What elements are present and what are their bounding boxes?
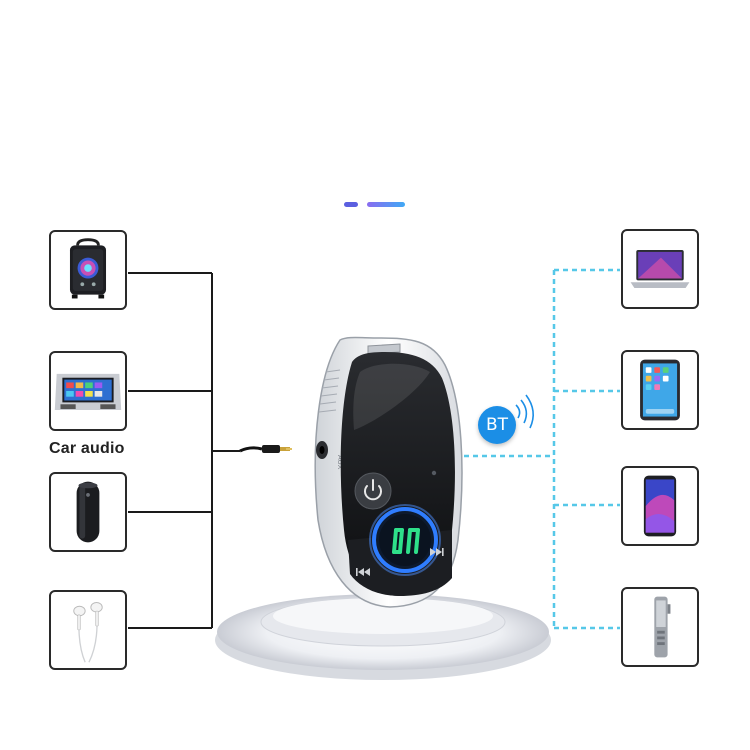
aux-cable [239, 445, 292, 453]
led-display [369, 504, 441, 576]
car-audio-label: Car audio [49, 440, 125, 457]
next-track-icon [430, 548, 444, 556]
device-box-music-player [621, 587, 699, 667]
signal-waves-icon [515, 394, 534, 429]
wired-connection-lines [128, 272, 240, 629]
speaker-icon [69, 238, 107, 299]
device-box-earphones [49, 590, 127, 670]
device-box-bluetooth-speaker [49, 230, 127, 310]
device-box-smartphone [621, 466, 699, 546]
mp3-player-icon [654, 596, 671, 658]
power-button [354, 472, 392, 510]
tablet-icon [640, 359, 680, 421]
device-box-laptop [621, 229, 699, 309]
indicator-dot-long [367, 202, 405, 207]
smartphone-icon [643, 475, 677, 537]
device-box-car-audio [49, 351, 127, 431]
laptop-icon [630, 250, 690, 288]
aux-port-label: AUX [336, 455, 343, 470]
receiver-device: AUX [314, 336, 463, 608]
car-stereo-icon [54, 373, 122, 410]
device-box-portable-speaker [49, 472, 127, 552]
earphones-icon [73, 602, 103, 663]
wireless-connection-lines [464, 268, 620, 630]
indicator-dot-short [344, 202, 358, 207]
display-platform [215, 594, 551, 680]
cylinder-speaker-icon [76, 481, 100, 543]
previous-track-icon [356, 568, 370, 576]
bluetooth-badge: BT [478, 406, 516, 444]
device-box-tablet [621, 350, 699, 430]
